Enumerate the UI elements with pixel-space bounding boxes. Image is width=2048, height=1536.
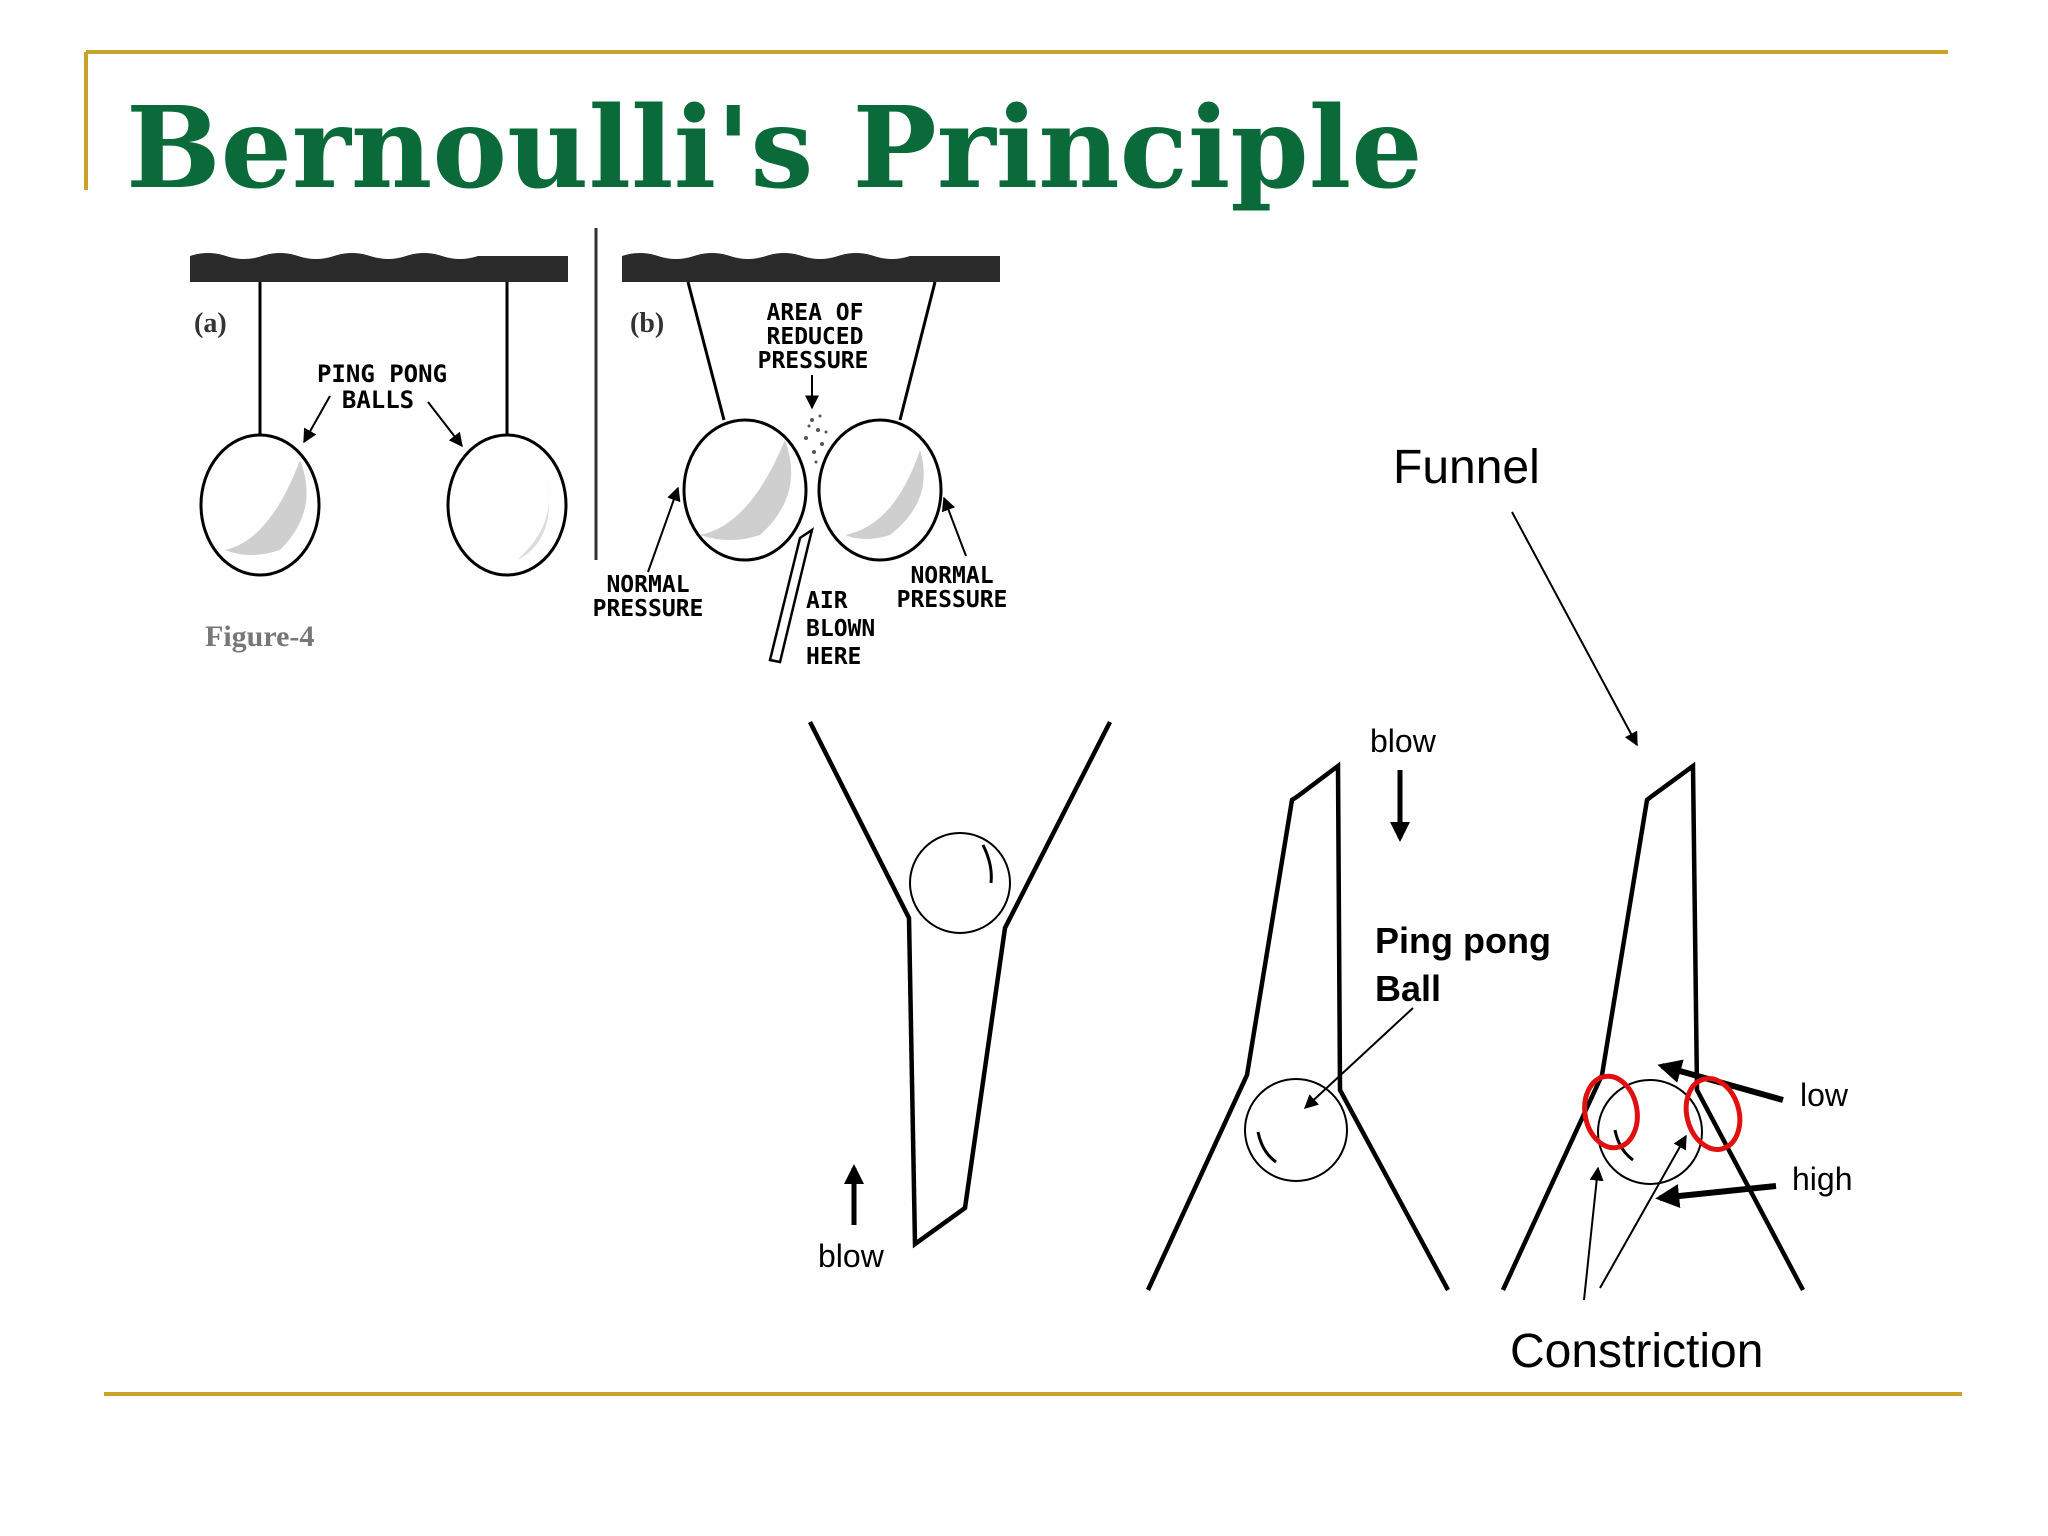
air-blown-label-line1: AIR: [806, 588, 848, 614]
normal-pressure-left-line2: PRESSURE: [593, 596, 704, 622]
funnel-constriction: [1500, 511, 1805, 1301]
reduced-pressure-dots: [804, 414, 828, 464]
blow-down-label: blow: [1370, 723, 1437, 759]
ping-pong-ball-b-right: [817, 418, 943, 562]
ping-pong-ball-right: [446, 433, 568, 577]
blow-up-label: blow: [818, 1238, 885, 1274]
air-blown-label-line3: HERE: [806, 644, 861, 670]
figure-panel-a: (a) PING PONG BALLS Figure-4: [190, 253, 568, 653]
constriction-highlights: [1582, 1073, 1743, 1152]
ping-pong-ball-funnel1: [909, 832, 1011, 934]
low-pressure-label: low: [1800, 1077, 1849, 1113]
normal-pressure-right-line2: PRESSURE: [897, 587, 1008, 613]
slide-border: [84, 50, 1962, 1396]
funnel-label: Funnel: [1393, 441, 1540, 494]
ping-pong-ball-left: [199, 433, 321, 577]
high-pressure-label: high: [1792, 1161, 1853, 1197]
panel-a-label: (a): [194, 308, 227, 339]
reduced-pressure-label-line2: REDUCED: [767, 324, 864, 350]
ball-label-line2: Ball: [1375, 968, 1441, 1009]
reduced-pressure-label-line3: PRESSURE: [758, 348, 869, 374]
funnel-blow-down: [1145, 761, 1450, 1292]
ball-label-line1: Ping pong: [1375, 920, 1551, 961]
funnel-blow-up: [807, 720, 1113, 1249]
panel-b-label: (b): [630, 308, 664, 339]
constriction-label: Constriction: [1510, 1325, 1763, 1378]
ping-pong-ball-funnel3: [1597, 1079, 1703, 1185]
normal-pressure-right-line1: NORMAL: [910, 563, 993, 589]
ping-pong-balls-label-line1: PING PONG: [317, 360, 447, 388]
figure-caption: Figure-4: [205, 620, 314, 653]
slide-title: Bernoulli's Principle: [126, 83, 1423, 214]
ping-pong-balls-label-line2: BALLS: [342, 386, 414, 414]
reduced-pressure-label-line1: AREA OF: [767, 300, 864, 326]
figure-panel-b: (b) AREA OF REDUCED PRESSURE NORMAL PRES…: [593, 253, 1008, 670]
ping-pong-ball-b-left: [682, 418, 808, 562]
ping-pong-ball-funnel2: [1244, 1078, 1348, 1182]
normal-pressure-left-line1: NORMAL: [606, 572, 689, 598]
air-blown-label-line2: BLOWN: [806, 616, 875, 642]
air-tube: [768, 527, 814, 664]
